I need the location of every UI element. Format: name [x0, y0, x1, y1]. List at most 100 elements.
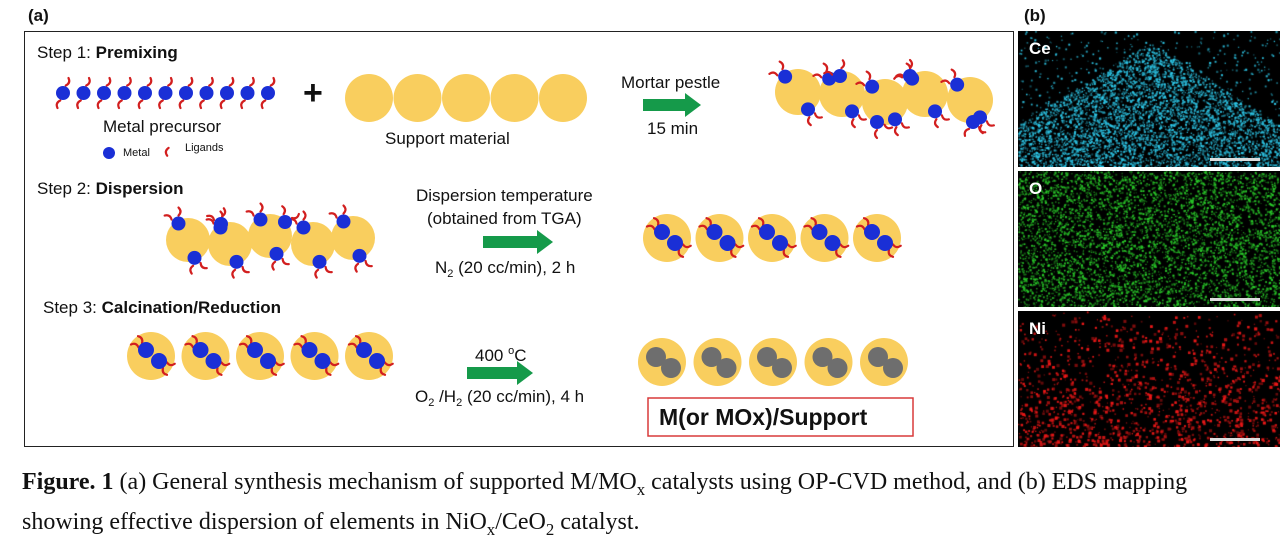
ligand-icon: [887, 248, 895, 258]
ligand-icon: [786, 243, 797, 249]
synthesis-diagram: Step 1: Premixing Step 2: Dispersion Ste…: [24, 31, 1014, 447]
legend-metal-label: Metal: [123, 147, 150, 159]
ligand-icon: [302, 210, 307, 221]
ligand-icon: [329, 361, 340, 367]
eds-ce-tag: Ce: [1029, 39, 1051, 58]
ligand-icon: [806, 116, 812, 127]
panel-b-label: (b): [1024, 6, 1046, 25]
ligand-icon: [205, 218, 215, 225]
ligand-icon: [883, 123, 894, 130]
ligand-icon: [76, 99, 82, 110]
ligand-icon: [813, 112, 823, 119]
metal-atom-icon: [865, 79, 880, 94]
process-arrow-head: [685, 93, 701, 117]
metal-atom-icon: [220, 86, 234, 100]
ligand-icon: [822, 62, 829, 73]
metal-atom-icon: [966, 115, 980, 129]
ligand-icon: [249, 76, 255, 87]
ligand-icon: [271, 260, 277, 271]
metal-atom-icon: [864, 224, 880, 240]
metal-particle-icon: [868, 347, 888, 367]
ligand-icon: [137, 99, 144, 110]
support-sphere: [345, 74, 393, 122]
eds-map-ni: Ni: [1018, 311, 1280, 447]
ligand-icon: [750, 224, 761, 231]
metal-atom-icon: [192, 342, 209, 358]
step3-gas-conditions: O2 /H2 (20 cc/min), 4 h: [415, 387, 584, 409]
metal-atom-icon: [205, 353, 222, 369]
metal-atom-icon: [56, 86, 70, 100]
ligand-icon: [55, 99, 62, 110]
ligand-icon: [191, 335, 198, 345]
metal-atom-icon: [336, 214, 351, 229]
metal-atom-icon: [117, 86, 132, 100]
ligand-icon: [228, 76, 235, 87]
plus-sign: +: [303, 74, 323, 112]
ligand-icon: [259, 202, 264, 213]
ligand-icon: [757, 217, 765, 227]
ligand-icon: [933, 118, 939, 129]
metal-atom-icon: [888, 112, 902, 127]
metal-atom-icon: [903, 69, 917, 83]
eds-ni-scalebar: [1210, 438, 1260, 441]
metal-particle-icon: [883, 358, 903, 378]
metal-atom-icon: [253, 212, 268, 227]
metal-particle-icon: [661, 358, 681, 378]
ligand-icon: [158, 99, 164, 110]
eds-o-tag: O: [1029, 179, 1043, 198]
ligand-icon: [177, 206, 182, 217]
ligand-icon: [165, 361, 176, 367]
metal-atom-icon: [240, 86, 255, 100]
ligand-icon: [823, 70, 834, 76]
metal-atom-icon: [654, 224, 670, 240]
ligand-icon: [803, 224, 814, 231]
metal-particle-icon: [812, 347, 833, 367]
ligand-icon: [164, 146, 170, 157]
metal-particle-icon: [701, 347, 722, 367]
metal-atom-icon: [369, 353, 385, 369]
result-label: M(or MOx)/Support: [659, 404, 868, 430]
ligand-icon: [354, 262, 360, 273]
metal-atom-icon: [138, 342, 154, 358]
ligand-icon: [216, 366, 223, 376]
ligand-icon: [891, 243, 902, 249]
ligand-icon: [64, 76, 71, 87]
step2-arrow-line2: (obtained from TGA): [427, 209, 582, 228]
ligand-icon: [383, 361, 394, 367]
ligand-icon: [324, 265, 333, 274]
metal-atom-icon: [877, 235, 893, 251]
ligand-icon: [839, 243, 850, 249]
ligand-icon: [354, 335, 362, 345]
ligand-icon: [281, 205, 287, 216]
metal-atom-icon: [801, 102, 815, 117]
ligand-icon: [274, 361, 285, 367]
metal-atom-icon: [356, 342, 372, 358]
ligand-icon: [240, 99, 246, 110]
support-sphere: [442, 74, 490, 122]
metal-atom-icon: [171, 216, 186, 231]
support-sphere: [393, 74, 442, 122]
ligand-icon: [270, 366, 278, 376]
eds-o-scalebar: [1210, 298, 1260, 301]
ligand-icon: [940, 79, 951, 85]
metal-atom-icon: [199, 86, 214, 100]
ligand-icon: [963, 127, 971, 137]
ligand-icon: [873, 128, 879, 140]
step3-title: Step 3: Calcination/Reduction: [43, 298, 281, 317]
ligand-icon: [768, 71, 779, 77]
ligand-icon: [865, 70, 872, 81]
ligand-icon: [325, 366, 332, 376]
eds-ni-tag: Ni: [1029, 319, 1046, 338]
ligand-icon: [908, 58, 914, 70]
ligand-icon: [893, 74, 904, 80]
caption-sub-3: 2: [545, 519, 555, 539]
ligand-icon: [187, 76, 194, 87]
ligand-icon: [342, 204, 347, 215]
metal-atom-icon: [950, 77, 965, 92]
metal-atom-icon: [706, 224, 723, 240]
ligand-icon: [290, 212, 300, 220]
metal-atom-icon: [667, 235, 683, 251]
support-material-label: Support material: [385, 129, 510, 148]
ligand-icon: [364, 259, 373, 268]
ligand-icon: [221, 207, 227, 218]
